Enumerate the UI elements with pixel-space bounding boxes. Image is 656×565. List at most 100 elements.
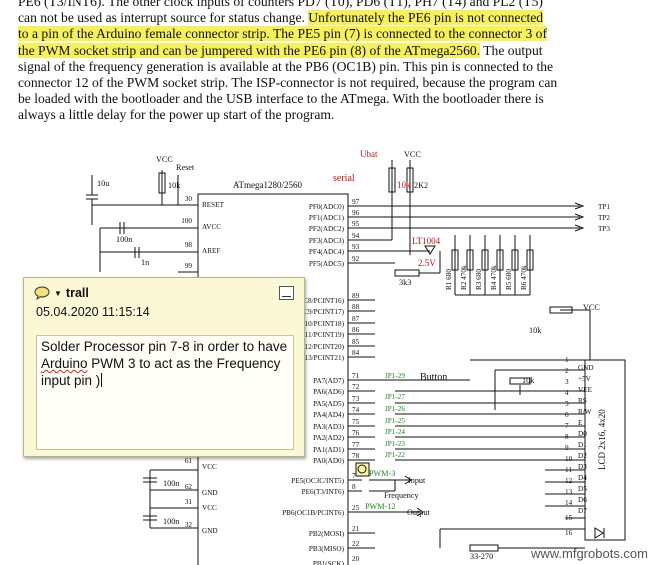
chevron-down-icon[interactable]: ▼ [54,288,62,298]
resistor-33-270-label: 33-270 [470,552,493,561]
text-line: always a little delay for the power up s… [18,107,335,123]
pin-name: PE5(OC3C/INT5) [291,477,344,485]
pin-name: PA6(AD6) [313,388,344,396]
pin-name: PA2(AD2) [313,434,344,442]
pin-number: 75 [352,418,360,426]
pin-number: 78 [352,452,360,460]
inductor-1n-label: 1n [141,258,149,267]
pin-number: 30 [185,195,193,203]
pin-name: PB1(SCK) [313,560,345,565]
pin-number: 87 [352,315,360,323]
serial-label: serial [333,173,355,184]
lcd-pin-number: 11 [565,466,572,474]
pin-number: 100 [181,217,192,225]
voltage-label: 2.5V [418,258,436,268]
ubat-label: Ubat [360,149,378,159]
lcd-pin-number: 12 [565,477,573,485]
comment-line: Solder Processor pin 7-8 in order to hav… [41,339,288,354]
comment-bubble-icon [357,464,367,474]
chip-title: ATmega1280/2560 [233,180,302,190]
pin-name: PA5(AD5) [313,400,344,408]
minimize-button[interactable] [279,286,294,300]
pin-number: 89 [352,292,360,300]
watermark: www.mfgrobots.com [530,546,648,561]
lcd-pin-name: D5 [578,485,587,493]
document-paragraph: PE6 (T3/INT6). The other clock inputs of… [18,0,642,124]
comment-line: Arduino PWM 3 to act as the Frequency [41,355,289,372]
lcd-pin-name: D3 [578,463,587,471]
pin-name: AREF [202,247,220,255]
lcd-pin-name: GND [578,364,594,372]
frequency-label: Frequency [384,491,419,500]
highlighted-text[interactable]: the PWM socket strip and can be jumpered… [18,42,481,58]
comment-text: PWM 3 to act as the Frequency [87,356,281,371]
highlighted-text[interactable]: to a pin of the Arduino female connector… [18,26,548,42]
text-plain: can not be used as interrupt source for … [18,10,309,26]
lcd-pin-number: 13 [565,488,573,496]
text-plain: The output [480,42,543,58]
lcd-pin-number: 14 [565,499,573,507]
resistor-10k-label: 10k [397,180,411,190]
resistor-10k-label: 10k [522,376,535,385]
pin-number: 7 [352,472,356,480]
pin-number: 74 [352,406,360,414]
lcd-pin-number: 1 [565,356,569,364]
comment-author: trall [65,286,89,300]
pin-name: VCC [202,504,217,512]
test-point-label: TP2 [598,214,610,222]
lcd-pin-number: 2 [565,367,569,375]
pin-number: 85 [352,338,360,346]
cap-10u-label: 10u [97,179,109,188]
output-label: Output [407,508,430,517]
text-line: signal of the frequency generation is av… [18,58,554,74]
lcd-pin-number: 3 [565,378,569,386]
pin-name: PB3(MISO) [309,545,345,553]
lcd-pin-name: D7 [578,507,587,515]
resistor-label: R5 680 [505,269,513,290]
lcd-pin-name: D1 [578,441,587,449]
pin-name: 12/PCINT20) [304,343,344,351]
comment-text-area[interactable]: Solder Processor pin 7-8 in order to hav… [36,335,294,450]
lcd-pin-name: D6 [578,496,587,504]
cap-100n-label: 100n [163,479,179,488]
jumper-label: JP1-27 [385,393,405,401]
pin-number: 71 [352,372,360,380]
comment-popup[interactable]: ▼ trall 05.04.2020 11:15:14 Solder Proce… [23,277,305,457]
text-line: to a pin of the Arduino female connector… [18,26,642,42]
pin-name: PA7(AD7) [313,377,344,385]
test-point-label: TP1 [598,203,610,211]
pin-number: 22 [352,540,360,548]
jumper-label: JP1-25 [385,417,405,425]
text-line: be loaded with the bootloader and the US… [18,91,544,107]
pin-number: 76 [352,429,360,437]
lcd-pin-number: 5 [565,400,569,408]
lcd-pin-number: 15 [565,514,573,522]
resistor-3k3-label: 3k3 [399,278,411,287]
text-line: the PWM socket strip and can be jumpered… [18,42,642,59]
pin-number: 86 [352,326,360,334]
pin-number: 99 [185,262,193,270]
comment-header: ▼ trall [34,286,89,300]
pin-name: C8/PCINT16) [303,297,344,305]
lcd-pin-name: D2 [578,452,587,460]
pin-number: 96 [352,209,360,217]
lcd-pin-name: RS [578,397,587,405]
pin-number: 97 [352,198,360,206]
lcd-pin-number: 7 [565,422,569,430]
lcd-pin-name: D4 [578,474,587,482]
pin-name: VCC [202,463,217,471]
resistor-10k-label: 10k [168,181,181,190]
pin-name: PA4(AD4) [313,411,344,419]
vcc-label: VCC [156,155,173,164]
misspelled-word: Arduino [41,356,88,371]
pin-name: C9/PCINT17) [303,308,344,316]
text-caret [101,373,103,387]
pin-number: 84 [352,349,360,357]
cap-100n-label: 100n [163,517,179,526]
pin-number: 98 [185,241,193,249]
resistor-label: R2 470k [460,265,468,290]
input-label: Input [408,476,426,485]
highlighted-text[interactable]: Unfortunately the PE6 pin is not connect… [308,10,544,26]
pin-name: PA3(AD3) [313,423,344,431]
comment-date: 05.04.2020 11:15:14 [36,305,150,319]
